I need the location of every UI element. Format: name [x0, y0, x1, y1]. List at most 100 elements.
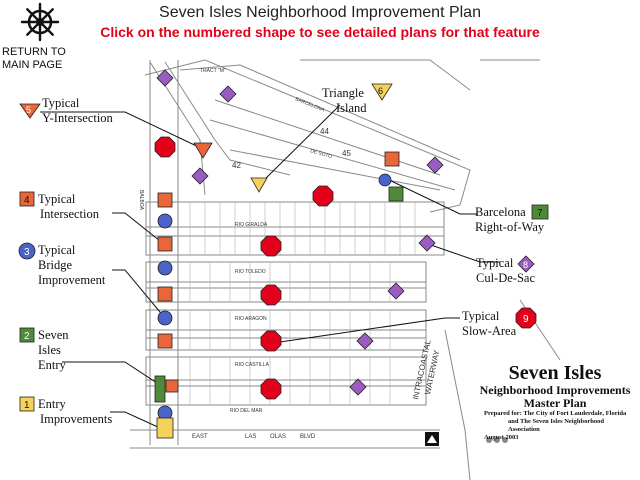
callout-5-marker[interactable]	[19, 103, 41, 119]
return-to-main-page-link[interactable]: RETURN TO MAIN PAGE	[2, 46, 82, 72]
cul-de-sac-marker[interactable]	[426, 156, 444, 174]
street-rio-aragon: RIO ARAGON	[235, 316, 267, 322]
callout-8-line-2: Cul-De-Sac	[476, 271, 536, 285]
callout-2-marker[interactable]	[19, 327, 35, 343]
callout-1-entry-improvements[interactable]: Entry Improvements	[38, 397, 112, 427]
callout-8-typical-cul-de-sac[interactable]: Typical Cul-De-Sac	[476, 256, 535, 286]
consultant-logo-icon	[486, 437, 508, 443]
callout-1-line-2: Improvements	[40, 412, 113, 426]
callout-9-line-1: Typical	[462, 309, 500, 323]
callout-8-line-1: Typical	[476, 256, 514, 270]
intersection-marker[interactable]	[384, 151, 400, 167]
street-east: EAST	[192, 434, 208, 440]
bridge-marker[interactable]	[378, 173, 392, 187]
intersection-marker[interactable]	[165, 379, 179, 393]
bridge-marker[interactable]	[157, 213, 173, 229]
callout-3-line-1: Typical	[38, 243, 76, 257]
callout-8-marker[interactable]	[517, 255, 535, 273]
intersection-marker[interactable]	[157, 192, 173, 208]
bridge-marker[interactable]	[157, 260, 173, 276]
street-barcelona: BARCELONA	[294, 96, 325, 113]
callout-5-line-1: Typical	[42, 96, 80, 110]
slow-area-marker[interactable]	[260, 330, 282, 352]
cul-de-sac-marker[interactable]	[387, 282, 405, 300]
bridge-marker[interactable]	[157, 310, 173, 326]
block-45-label: 45	[342, 149, 351, 158]
street-rio-del-mar: RIO DEL MAR	[230, 408, 263, 414]
street-rio-castilla: RIO CASTILLA	[235, 362, 270, 368]
street-rio-giralda: RIO GIRALDA	[235, 222, 268, 228]
slow-area-marker[interactable]	[260, 284, 282, 306]
slow-area-marker[interactable]	[260, 235, 282, 257]
callout-6-triangle-island[interactable]: Triangle Island	[322, 86, 367, 116]
callout-1-marker[interactable]	[19, 396, 35, 412]
block-42-label: 42	[232, 161, 241, 170]
street-balboa: BALBOA	[138, 190, 144, 211]
callout-2-number: 2	[24, 331, 30, 342]
return-line-2: MAIN PAGE	[2, 59, 63, 71]
master-plan-date: August 2003	[484, 434, 519, 441]
street-de-soto: DE SOTO	[309, 148, 332, 160]
barcelona-row-marker[interactable]	[388, 186, 404, 202]
callout-7-barcelona-right-of-way[interactable]: Barcelona Right-of-Way	[475, 205, 544, 235]
callout-4-line-1: Typical	[38, 192, 76, 206]
cul-de-sac-marker[interactable]	[356, 332, 374, 350]
callout-5-number: 5	[26, 105, 31, 115]
page-title: Seven Isles Neighborhood Improvement Pla…	[159, 4, 481, 21]
callout-7-line-2: Right-of-Way	[475, 220, 545, 234]
page-instruction: Click on the numbered shape to see detai…	[100, 24, 540, 40]
callout-8-number: 8	[523, 260, 528, 270]
ship-wheel-icon[interactable]	[20, 2, 60, 42]
triangle-island-marker[interactable]	[250, 177, 268, 193]
callout-2-seven-isles-entry[interactable]: Seven Isles Entry	[38, 328, 69, 373]
callout-5-line-2: Y-Intersection	[42, 111, 113, 125]
callout-6-line-2: Island	[336, 101, 367, 115]
callout-1-line-1: Entry	[38, 397, 66, 411]
slow-area-marker[interactable]	[312, 185, 334, 207]
street-las: LAS	[245, 434, 256, 440]
intersection-marker[interactable]	[157, 333, 173, 349]
callout-3-marker[interactable]	[18, 242, 36, 260]
cul-de-sac-marker[interactable]	[349, 378, 367, 396]
callout-6-line-1: Triangle	[322, 86, 364, 100]
entry-marker[interactable]	[154, 375, 166, 403]
cul-de-sac-marker[interactable]	[191, 167, 209, 185]
callout-4-number: 4	[24, 195, 30, 206]
cul-de-sac-marker[interactable]	[418, 234, 436, 252]
intersection-marker[interactable]	[157, 236, 173, 252]
callout-9-marker[interactable]	[515, 307, 537, 329]
master-plan-subtitle: Neighborhood Improvements Master Plan	[470, 384, 640, 410]
tract-m-label: TRACT "M"	[200, 68, 226, 74]
slow-area-marker[interactable]	[260, 378, 282, 400]
callout-4-line-2: Intersection	[40, 207, 100, 221]
callout-9-number: 9	[523, 314, 529, 325]
cul-de-sac-marker[interactable]	[156, 69, 174, 87]
block-44-label: 44	[320, 127, 329, 136]
street-rio-toledo: RIO TOLEDO	[235, 269, 266, 275]
callout-7-number: 7	[537, 208, 543, 219]
master-plan-prepared-2: and The Seven Isles Neighborhood Associa…	[508, 418, 604, 433]
master-plan-subtitle-2: Master Plan	[523, 396, 587, 410]
callout-7-marker[interactable]	[531, 204, 549, 220]
callout-3-line-3: Improvement	[38, 273, 106, 287]
callout-7-line-1: Barcelona	[475, 205, 526, 219]
callout-3-line-2: Bridge	[38, 258, 73, 272]
callout-2-line-1: Seven	[38, 328, 69, 342]
callout-9-typical-slow-area[interactable]: Typical Slow-Area	[462, 309, 516, 339]
callout-5-typical-y-intersection[interactable]: Typical Y-Intersection	[42, 96, 113, 126]
callout-4-marker[interactable]	[19, 191, 35, 207]
callout-4-typical-intersection[interactable]: Typical Intersection	[38, 192, 99, 222]
slow-area-marker[interactable]	[154, 136, 176, 158]
y-intersection-marker[interactable]	[193, 142, 213, 159]
callout-3-typical-bridge-improvement[interactable]: Typical Bridge Improvement	[38, 243, 105, 288]
cul-de-sac-marker[interactable]	[219, 85, 237, 103]
master-plan-prepared-1: Prepared for: The City of Fort Lauderdal…	[484, 410, 627, 417]
callout-6-marker[interactable]	[371, 83, 393, 101]
master-plan-title: Seven Isles	[508, 362, 602, 384]
intersection-marker[interactable]	[157, 286, 173, 302]
callout-3-number: 3	[24, 247, 30, 258]
street-olas: OLAS	[270, 434, 286, 440]
callout-6-number: 6	[378, 86, 383, 96]
entry-improvements-marker[interactable]	[156, 417, 174, 439]
